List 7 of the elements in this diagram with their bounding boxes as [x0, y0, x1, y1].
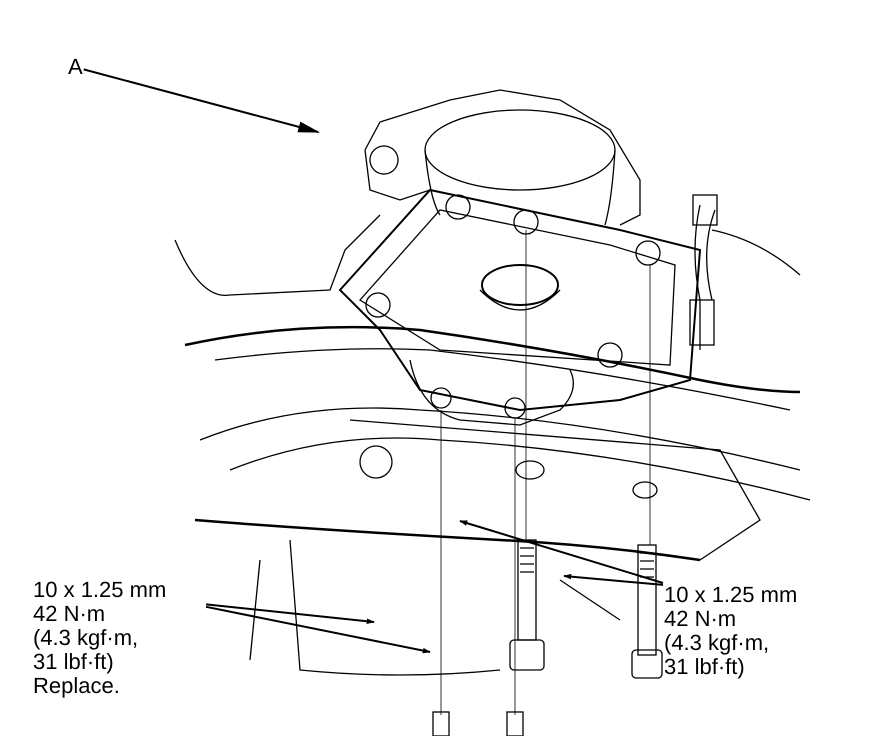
leader-line — [206, 603, 375, 624]
leader-line — [206, 606, 431, 654]
callout-letter: A — [68, 55, 83, 79]
leader-line — [459, 520, 664, 584]
torque-spec: 10 x 1.25 mm 42 N·m (4.3 kgf·m, 31 lbf·ft) Replace. — [33, 578, 168, 698]
leader-line — [563, 574, 664, 586]
arrow — [83, 68, 320, 133]
